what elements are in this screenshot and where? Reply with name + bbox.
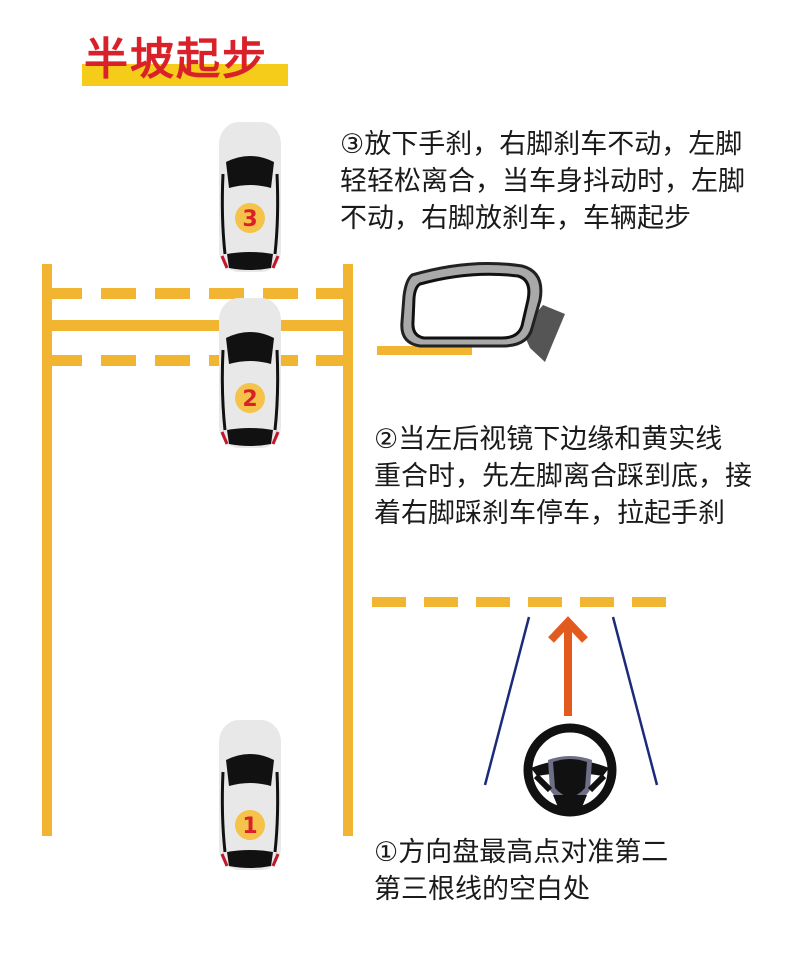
dashed-line-lower <box>52 355 343 366</box>
arrow-up-icon <box>548 616 588 716</box>
lane-markings <box>42 264 353 836</box>
step-1-line: 第三根线的空白处 <box>374 874 590 905</box>
step-3-line: 不动，右脚放刹车，车辆起步 <box>340 203 691 234</box>
car-1: 1 <box>217 718 283 872</box>
svg-text:3: 3 <box>242 207 257 232</box>
step-3-instructions: ③放下手刹，右脚刹车不动，左脚 轻轻松离合，当车身抖动时，左脚 不动，右脚放刹车… <box>340 126 745 237</box>
car-3: 3 <box>217 120 283 274</box>
car-2: 2 <box>217 296 283 450</box>
dashed-line-target <box>372 597 666 607</box>
step-2-instructions: ②当左后视镜下边缘和黄实线 重合时，先左脚离合踩到底，接 着右脚踩刹车停车，拉起… <box>374 421 752 532</box>
step-1-instructions: ①方向盘最高点对准第二 第三根线的空白处 <box>374 834 668 908</box>
svg-text:1: 1 <box>242 814 257 839</box>
svg-text:2: 2 <box>242 387 257 412</box>
solid-stop-line <box>52 320 343 331</box>
step-3-line: 轻轻松离合，当车身抖动时，左脚 <box>340 166 745 197</box>
side-mirror-icon <box>377 261 565 362</box>
step-3-line: ③放下手刹，右脚刹车不动，左脚 <box>340 129 743 160</box>
guide-line-right <box>611 616 659 786</box>
title-highlight <box>82 64 288 86</box>
dashed-line-upper <box>52 288 343 299</box>
step-1-line: ①方向盘最高点对准第二 <box>374 837 669 868</box>
right-boundary-line <box>343 264 353 836</box>
step-2-line: 着右脚踩刹车停车，拉起手刹 <box>374 498 725 529</box>
steering-wheel-icon <box>523 723 617 817</box>
guide-line-left <box>483 616 531 786</box>
left-boundary-line <box>42 264 52 836</box>
step-2-line: 重合时，先左脚离合踩到底，接 <box>374 461 752 492</box>
page-title: 半坡起步 <box>84 34 268 85</box>
step-2-line: ②当左后视镜下边缘和黄实线 <box>374 424 723 455</box>
mirror-reference-line <box>377 346 472 355</box>
